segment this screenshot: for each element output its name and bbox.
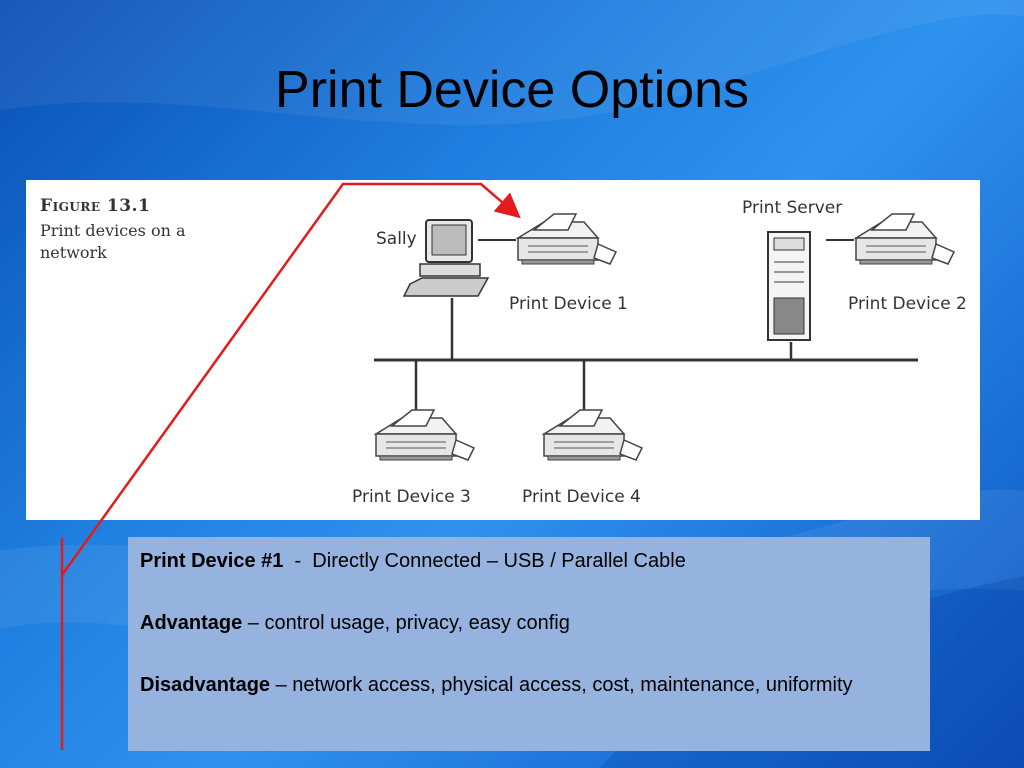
device-description: - Directly Connected – USB / Parallel Ca… [283, 550, 686, 572]
printer1-label: Print Device 1 [509, 294, 628, 314]
info-line-advantage: Advantage – control usage, privacy, easy… [140, 609, 918, 638]
printer2-label: Print Device 2 [848, 294, 967, 314]
advantage-label: Advantage [140, 612, 243, 634]
info-box: Print Device #1 - Directly Connected – U… [128, 537, 930, 751]
device-label: Print Device #1 [140, 550, 284, 572]
printer4-label: Print Device 4 [522, 487, 641, 507]
printer2-icon [855, 213, 955, 265]
info-line-device: Print Device #1 - Directly Connected – U… [140, 547, 918, 576]
computer-label: Sally [376, 229, 417, 249]
disadvantage-label: Disadvantage [140, 674, 271, 696]
network-diagram: Sally Print Server Print Device 1 Print … [352, 198, 967, 507]
disadvantage-text: – network access, physical access, cost,… [270, 674, 853, 696]
server-icon [767, 231, 811, 341]
slide-title: Print Device Options [275, 61, 749, 119]
figure-panel: Figure 13.1 Print devices on a network [26, 180, 980, 520]
info-line-disadvantage: Disadvantage – network access, physical … [140, 671, 918, 700]
server-label: Print Server [742, 198, 842, 218]
printer3-icon [375, 409, 475, 461]
advantage-text: – control usage, privacy, easy config [242, 612, 570, 634]
printer1-icon [517, 213, 617, 265]
printer3-label: Print Device 3 [352, 487, 471, 507]
printer4-icon [543, 409, 643, 461]
